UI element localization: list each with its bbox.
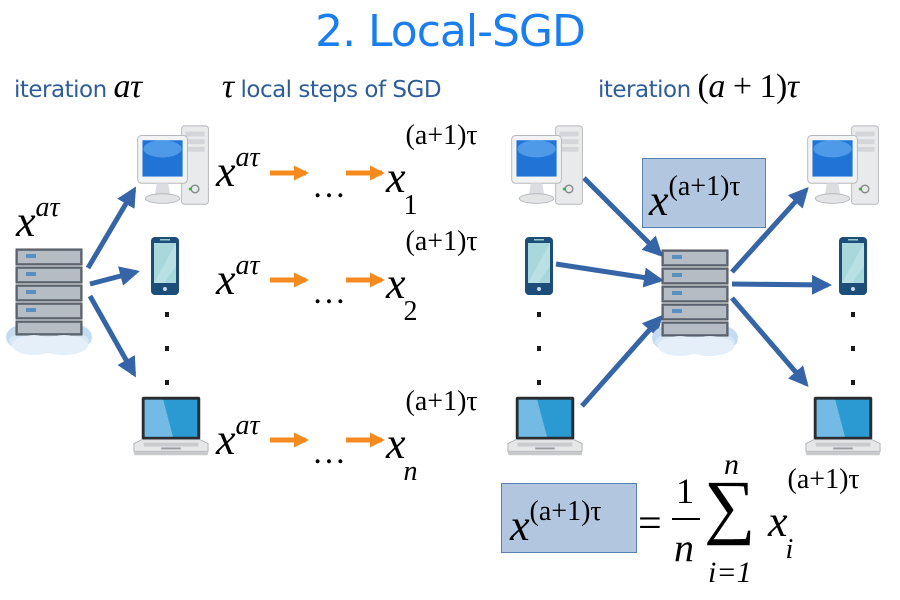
formula-equals: =	[638, 501, 662, 547]
label-base: x	[649, 176, 669, 225]
label-sub: 1	[403, 189, 418, 221]
broadcast-arrow-desktop	[85, 186, 137, 270]
math-plus-one: + 1	[724, 68, 777, 105]
label-base: x	[510, 501, 530, 550]
laptop-icon	[805, 396, 881, 456]
paren-close: )	[776, 68, 787, 105]
header-middle-math: τ	[222, 68, 234, 105]
server-center-icon	[651, 249, 739, 356]
worker-1-start-label: xaτ	[216, 144, 260, 196]
header-middle-text: local steps of SGD	[240, 77, 442, 103]
ellipsis-dot	[851, 380, 855, 385]
label-sup: (a+1)τ	[668, 171, 741, 202]
worker-2-end-label: x(a+1)τ 2	[386, 228, 478, 326]
label-sup: aτ	[235, 250, 260, 281]
phone-icon	[151, 237, 179, 295]
worker-n-start-label: xaτ	[216, 412, 260, 464]
broadcast-arrow-phone	[89, 266, 140, 287]
ellipsis-dot	[851, 312, 855, 317]
phone-icon	[839, 237, 867, 295]
ellipsis-dot	[537, 346, 541, 351]
upload-arrow-phone	[555, 261, 664, 288]
ellipsis-dot	[851, 346, 855, 351]
laptop-icon	[133, 396, 209, 456]
formula-sum-lower: i=1	[708, 556, 752, 589]
broadcast2-arrow-laptop	[730, 296, 809, 388]
worker-1-dots: …	[312, 168, 346, 205]
label-sub: 2	[403, 295, 418, 327]
label-sup: aτ	[235, 410, 260, 441]
server-left-icon	[5, 248, 93, 355]
worker-2-start-label: xaτ	[216, 252, 260, 304]
desktop-icon	[806, 125, 880, 206]
formula-frac-bar	[672, 518, 700, 520]
label-sub: n	[403, 455, 418, 487]
header-left-text: iteration	[14, 77, 107, 103]
label-base: x	[216, 147, 236, 196]
desktop-icon	[510, 125, 584, 206]
worker-2-dots: …	[312, 274, 346, 311]
ellipsis-dot	[537, 312, 541, 317]
worker-1-end-label: x(a+1)τ 1	[386, 122, 478, 220]
label-sup: (a+1)τ	[405, 226, 478, 257]
laptop-icon	[507, 396, 583, 456]
math-tau: τ	[786, 68, 799, 105]
label-base: x	[216, 415, 236, 464]
formula-lhs-box: x(a+1)τ	[501, 483, 637, 553]
ellipsis-dot	[165, 346, 169, 351]
label-base: x	[768, 497, 788, 546]
broadcast-arrow-laptop	[87, 294, 137, 378]
phone-icon	[525, 237, 553, 295]
broadcast2-arrow-desktop	[730, 187, 809, 274]
label-base: x	[16, 197, 36, 246]
aggregate-model-label: x(a+1)τ	[649, 173, 741, 225]
aggregate-model-box: x(a+1)τ	[642, 158, 766, 228]
paren-open: (	[697, 68, 709, 105]
label-sup: (a+1)τ	[405, 386, 478, 417]
label-sup: aτ	[35, 192, 60, 223]
label-base: x	[216, 255, 236, 304]
broadcast2-arrow-phone	[731, 274, 832, 295]
server-left-label: xaτ	[16, 194, 60, 246]
label-base: x	[386, 419, 406, 468]
label-sup: (a+1)τ	[787, 464, 860, 495]
label-base: x	[386, 153, 406, 202]
ellipsis-dot	[165, 312, 169, 317]
slide-title: 2. Local-SGD	[315, 6, 586, 57]
formula-lhs: x(a+1)τ	[510, 498, 602, 550]
worker-n-end-label: x(a+1)τ n	[386, 388, 478, 486]
formula-term: x(a+1)τ i	[768, 466, 860, 564]
label-sup: (a+1)τ	[405, 120, 478, 151]
upload-arrow-laptop	[580, 315, 663, 408]
header-iteration-a-tau: iteration aτ	[14, 68, 142, 106]
label-base: x	[386, 259, 406, 308]
formula-sum-symbol: ∑	[704, 466, 756, 546]
formula-frac-den: n	[674, 525, 694, 570]
label-sup: (a+1)τ	[529, 496, 602, 527]
header-local-steps: τ local steps of SGD	[222, 68, 442, 106]
header-iteration-a-plus-1-tau: iteration (a + 1)τ	[598, 68, 799, 106]
header-right-text: iteration	[598, 77, 691, 103]
label-sub: i	[785, 533, 794, 565]
math-a: a	[708, 68, 725, 105]
formula-sum-upper: n	[724, 448, 739, 481]
ellipsis-dot	[165, 380, 169, 385]
header-left-math: aτ	[113, 68, 142, 105]
upload-arrow-desktop	[582, 176, 663, 257]
worker-n-dots: …	[312, 434, 346, 471]
label-sup: aτ	[235, 142, 260, 173]
ellipsis-dot	[537, 380, 541, 385]
desktop-icon	[136, 125, 210, 206]
formula-frac-num: 1	[676, 471, 694, 511]
